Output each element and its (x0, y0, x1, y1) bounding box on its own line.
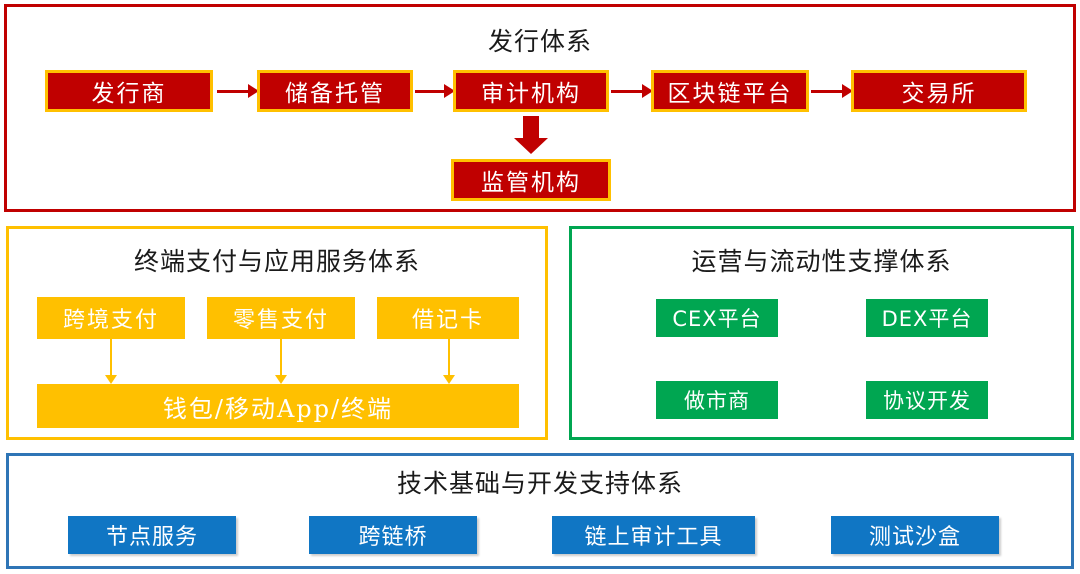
arrow-shaft (811, 89, 842, 93)
arrow-retail-to-wallet (275, 339, 287, 384)
arrow-shaft (415, 89, 444, 93)
node-exchange[interactable]: 交易所 (851, 70, 1027, 112)
arrow-custody-to-audit (415, 84, 455, 98)
arrow-head (275, 375, 287, 384)
arrow-audit-to-regulator (514, 116, 548, 154)
arrow-head (444, 84, 455, 98)
node-protocol-development[interactable]: 协议开发 (866, 381, 988, 419)
arrow-audit-to-chain (611, 84, 653, 98)
node-audit-agency[interactable]: 审计机构 (453, 70, 609, 112)
panel-terminal-title: 终端支付与应用服务体系 (133, 247, 420, 276)
node-issuer[interactable]: 发行商 (45, 70, 213, 112)
arrow-shaft (523, 116, 539, 138)
arrow-issuer-to-custody (217, 84, 259, 98)
panel-issuance-title: 发行体系 (487, 27, 592, 56)
node-regulator[interactable]: 监管机构 (451, 159, 611, 201)
node-reserve-custody[interactable]: 储备托管 (257, 70, 413, 112)
arrow-shaft (448, 339, 450, 375)
node-node-service[interactable]: 节点服务 (68, 516, 236, 554)
arrow-head (105, 375, 117, 384)
arrow-head (842, 84, 853, 98)
arrow-shaft (217, 89, 248, 93)
panel-technology-base: 技术基础与开发支持体系 节点服务 跨链桥 链上审计工具 测试沙盒 (6, 453, 1074, 569)
arrow-head (248, 84, 259, 98)
arrow-chain-to-exchange (811, 84, 853, 98)
node-cross-border-payment[interactable]: 跨境支付 (37, 297, 185, 339)
node-market-maker[interactable]: 做市商 (656, 381, 778, 419)
arrow-shaft (611, 89, 642, 93)
node-cex-platform[interactable]: CEX平台 (656, 299, 778, 337)
panel-operations-liquidity: 运营与流动性支撑体系 CEX平台 DEX平台 做市商 协议开发 (569, 226, 1074, 440)
arrow-cross-border-to-wallet (105, 339, 117, 384)
arrow-head (514, 138, 548, 154)
node-cross-chain-bridge[interactable]: 跨链桥 (309, 516, 477, 554)
panel-issuance: 发行体系 发行商 储备托管 审计机构 区块链平台 交易所 监管机构 (4, 4, 1076, 212)
arrow-debit-to-wallet (443, 339, 455, 384)
arrow-head (443, 375, 455, 384)
node-debit-card[interactable]: 借记卡 (377, 297, 519, 339)
panel-terminal-payment: 终端支付与应用服务体系 跨境支付 零售支付 借记卡 钱包/移动App/终端 (6, 226, 548, 440)
arrow-shaft (110, 339, 112, 375)
node-wallet-mobile-terminal[interactable]: 钱包/移动App/终端 (37, 384, 519, 428)
node-onchain-audit-tool[interactable]: 链上审计工具 (552, 516, 755, 554)
node-retail-payment[interactable]: 零售支付 (207, 297, 355, 339)
arrow-head (642, 84, 653, 98)
panel-technology-title: 技术基础与开发支持体系 (396, 469, 683, 498)
node-test-sandbox[interactable]: 测试沙盒 (831, 516, 999, 554)
panel-operations-title: 运营与流动性支撑体系 (691, 247, 952, 276)
node-dex-platform[interactable]: DEX平台 (866, 299, 988, 337)
node-blockchain-platform[interactable]: 区块链平台 (651, 70, 809, 112)
arrow-shaft (280, 339, 282, 375)
